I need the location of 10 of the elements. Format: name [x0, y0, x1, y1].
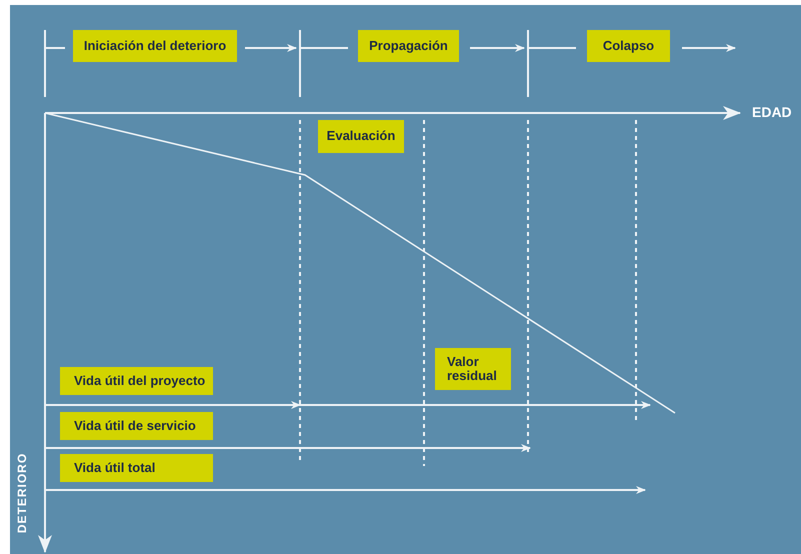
life-label: Vida útil del proyecto: [60, 367, 213, 395]
life-label: Vida útil de servicio: [60, 412, 213, 440]
phase-label: Iniciación del deterioro: [73, 30, 237, 62]
axis-label: EDAD: [752, 104, 792, 120]
phase-label: Propagación: [358, 30, 459, 62]
life-label: Vida útil total: [60, 454, 213, 482]
stage-label: Evaluación: [318, 120, 404, 153]
axis-label: DETERIORO: [15, 452, 30, 534]
stage-label: Valor residual: [435, 348, 511, 390]
phase-label: Colapso: [587, 30, 670, 62]
